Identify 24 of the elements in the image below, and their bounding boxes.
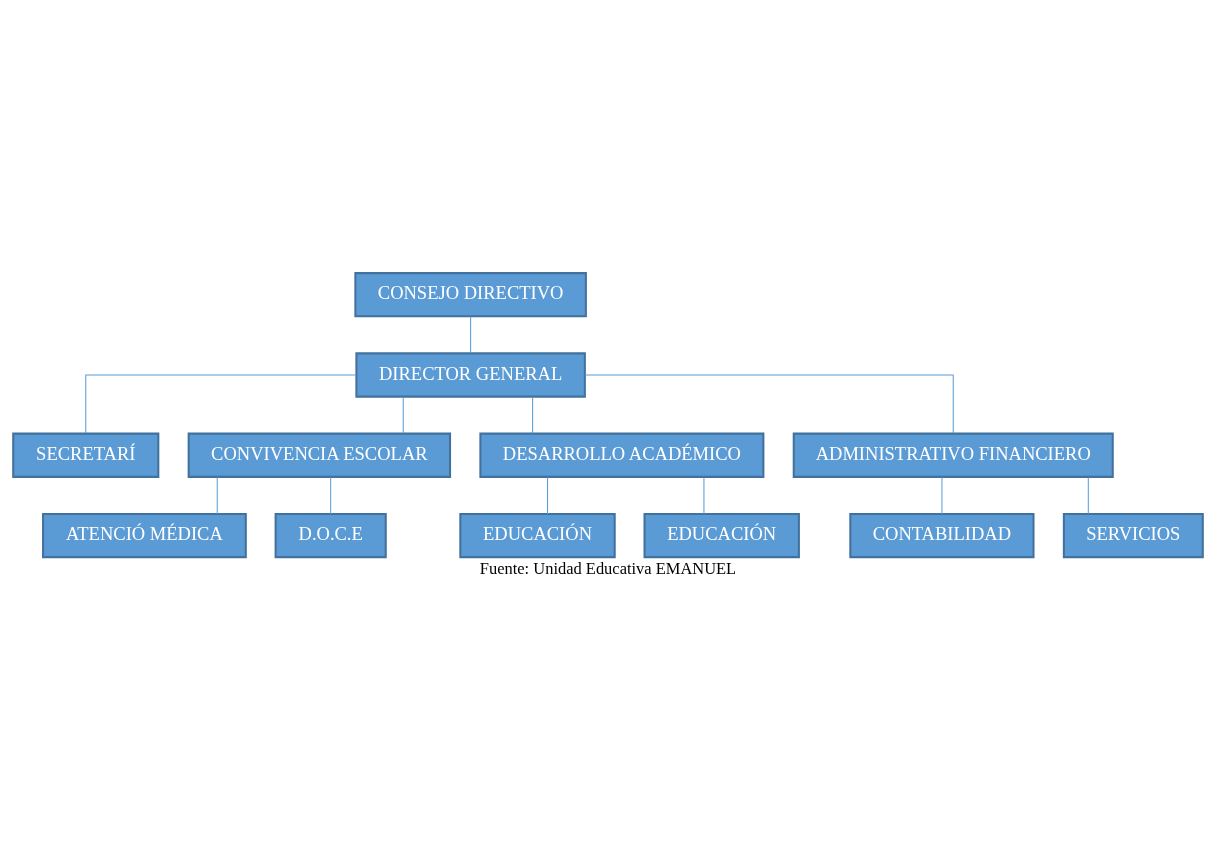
connector xyxy=(702,476,704,514)
node-box: EDUCACIÓN xyxy=(458,512,616,558)
connector xyxy=(584,373,954,434)
node-box: CONTABILIDAD xyxy=(848,512,1035,558)
node-box: SECRETARÍ xyxy=(11,432,159,478)
node-box: CONVIVENCIA ESCOLAR xyxy=(187,432,451,478)
node-box: ADMINISTRATIVO FINANCIERO xyxy=(792,432,1114,478)
node-box: DIRECTOR GENERAL xyxy=(354,351,586,398)
connector xyxy=(329,476,331,514)
connector xyxy=(940,476,942,514)
connector xyxy=(216,476,218,514)
node-box: D.O.C.E xyxy=(274,512,387,558)
node-box: ATENCIÓ MÉDICA xyxy=(41,512,247,558)
node-box: EDUCACIÓN xyxy=(643,512,800,558)
connector xyxy=(84,373,357,434)
connector xyxy=(469,315,471,354)
connector xyxy=(546,476,548,514)
connector xyxy=(531,395,533,434)
node-box: DESARROLLO ACADÉMICO xyxy=(478,432,764,478)
connector xyxy=(402,395,404,434)
node-box: CONSEJO DIRECTIVO xyxy=(353,271,587,317)
caption: Fuente: Unidad Educativa EMANUEL xyxy=(479,558,736,578)
connector xyxy=(1087,476,1089,514)
node-box: SERVICIOS xyxy=(1062,512,1204,558)
